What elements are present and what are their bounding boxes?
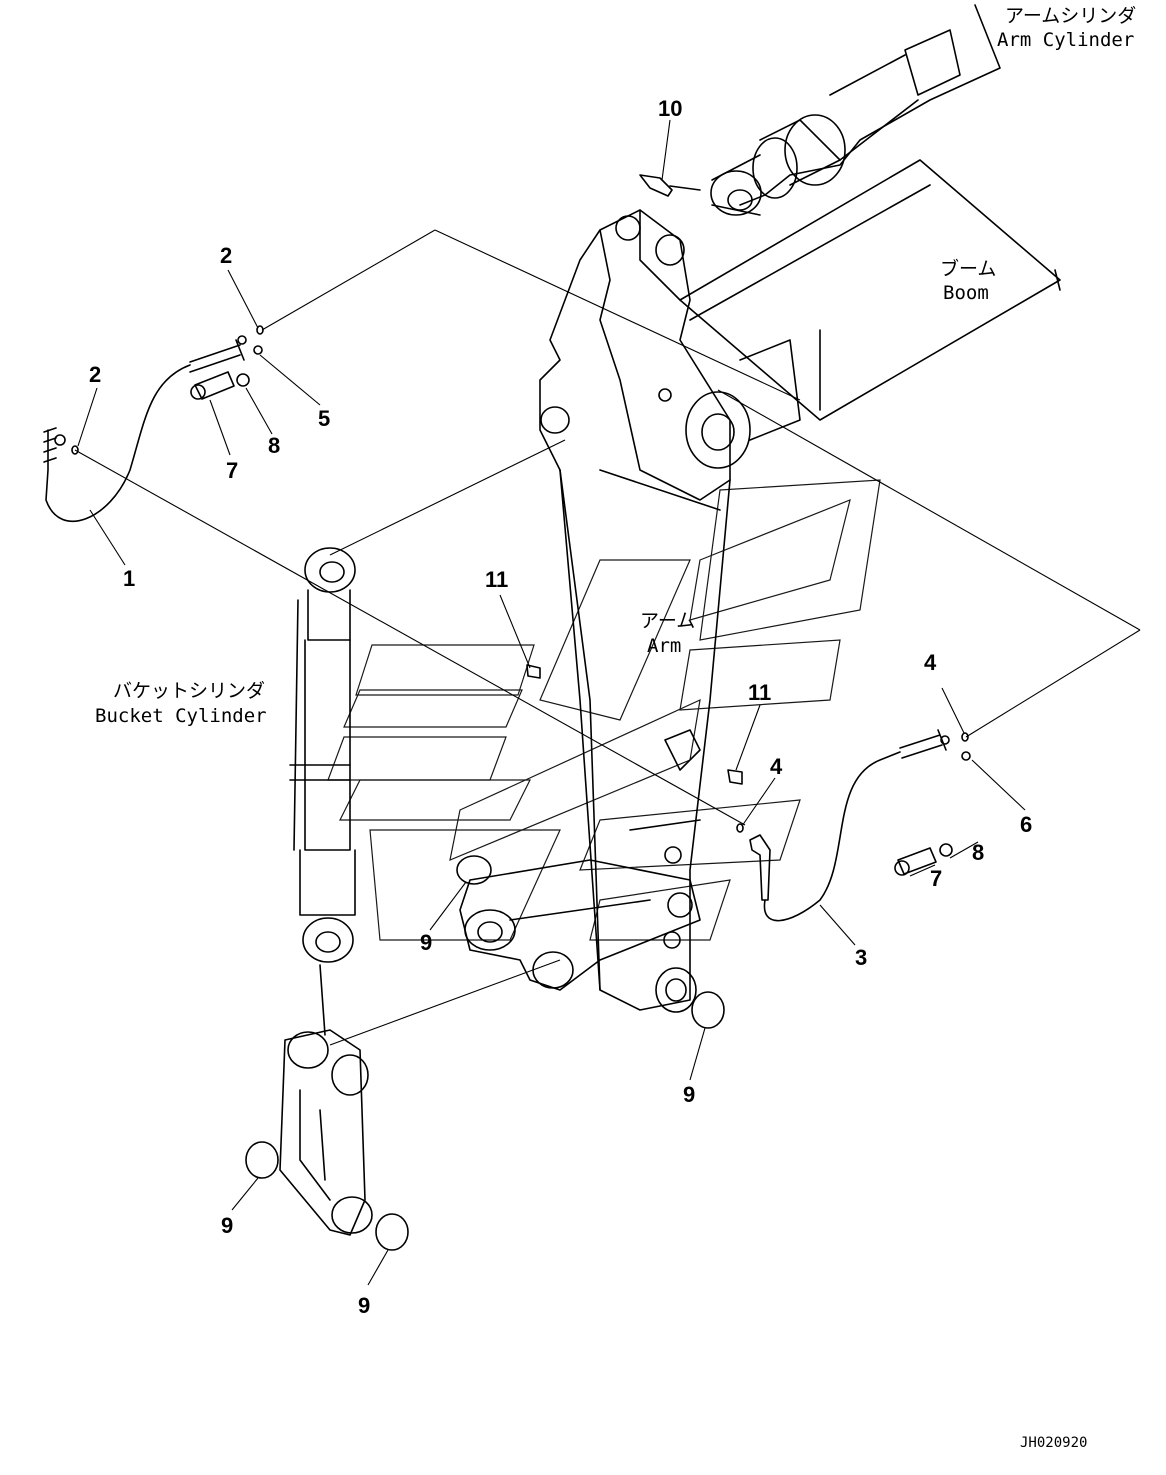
drawing-code: JH020920	[1020, 1435, 1087, 1451]
boom-label-en: Boom	[943, 282, 989, 304]
bucket-cylinder-label-en: Bucket Cylinder	[95, 705, 267, 727]
callout-7: 7	[226, 458, 238, 483]
callout-10: 10	[658, 96, 682, 121]
fastener-parts	[71, 174, 971, 1251]
bucket-cylinder	[289, 547, 356, 1036]
callout-9: 9	[683, 1082, 695, 1107]
callout-8: 8	[268, 433, 280, 458]
callout-8: 8	[972, 840, 984, 865]
callout-4: 4	[770, 754, 783, 779]
hose-1	[43, 335, 247, 523]
callout-2: 2	[220, 243, 232, 268]
bucket-link	[459, 859, 701, 991]
hose-3	[749, 729, 950, 922]
arm-cylinder	[710, 4, 1001, 216]
callout-11: 11	[485, 567, 508, 592]
boom	[679, 159, 1061, 469]
callout-3: 3	[855, 945, 867, 970]
side-link	[279, 1029, 373, 1236]
callout-9: 9	[420, 930, 432, 955]
watermark-logo	[327, 479, 881, 941]
bucket-cylinder-label-jp: バケットシリンダ	[113, 680, 265, 702]
arm-cylinder-label-jp: アームシリンダ	[1005, 5, 1136, 27]
arm-body	[539, 209, 731, 1013]
arm-label-jp: アーム	[640, 610, 695, 632]
callout-9: 9	[221, 1213, 233, 1238]
callout-2: 2	[89, 362, 101, 387]
callout-6: 6	[1020, 812, 1032, 837]
callout-7: 7	[930, 866, 942, 891]
callout-11: 11	[748, 680, 771, 705]
callout-4: 4	[924, 650, 937, 675]
arm-label-en: Arm	[647, 635, 681, 657]
arm-cylinder-label-en: Arm Cylinder	[997, 29, 1134, 51]
reference-lines	[74, 229, 1141, 1046]
leader-lines	[77, 119, 1026, 1286]
boom-label-jp: ブーム	[940, 257, 996, 280]
callout-1: 1	[123, 566, 135, 591]
callout-5: 5	[318, 406, 330, 431]
callout-9: 9	[358, 1293, 370, 1318]
